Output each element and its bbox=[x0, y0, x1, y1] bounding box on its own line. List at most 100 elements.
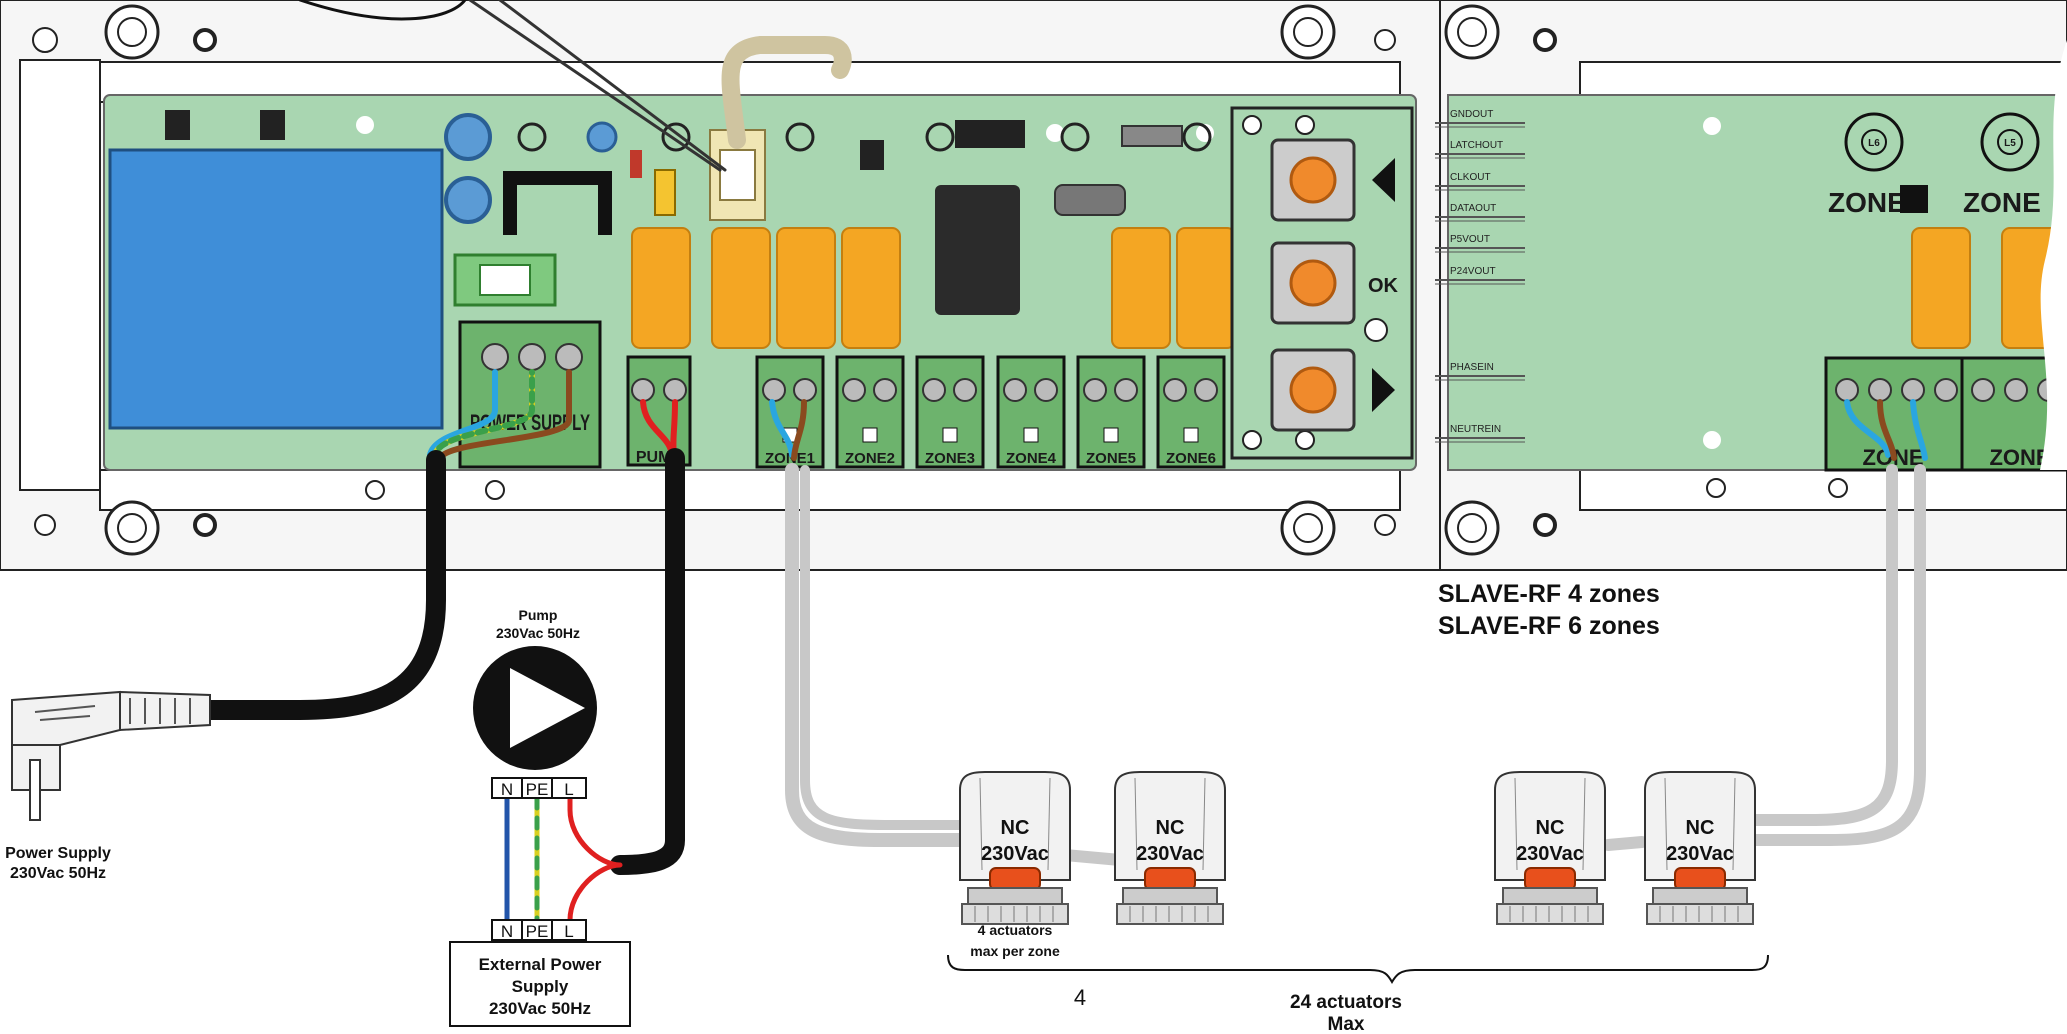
mount-hole bbox=[193, 28, 217, 52]
mount-hole bbox=[1444, 4, 1500, 60]
mount-hole bbox=[1828, 478, 1848, 498]
actuator-voltage: 230Vac bbox=[1136, 843, 1204, 865]
capacitor bbox=[444, 176, 492, 224]
actuator-2: NC 230Vac bbox=[1114, 771, 1226, 925]
actuator-plunger bbox=[989, 867, 1041, 891]
actuator-type: NC bbox=[1536, 817, 1565, 839]
bracket-number: 4 bbox=[1074, 985, 1086, 1010]
left-button[interactable] bbox=[1270, 138, 1356, 222]
zone-terminal-3: ZONE3 bbox=[915, 355, 985, 469]
total-note-line1: 24 actuators bbox=[1290, 992, 1402, 1013]
crystal bbox=[1054, 184, 1126, 216]
right-arrow-icon bbox=[1372, 368, 1395, 412]
actuator-cable bbox=[785, 463, 972, 847]
mount-hole bbox=[34, 514, 56, 536]
total-note-line2: Max bbox=[1328, 1014, 1365, 1034]
svg-text:PE: PE bbox=[526, 780, 549, 799]
slave-pin-dataout: DATAOUT bbox=[1435, 203, 1525, 222]
slave-caption-line1: SLAVE-RF 4 zones bbox=[1438, 580, 1660, 608]
slave-pin-label: CLKOUT bbox=[1450, 172, 1491, 183]
actuator-type: NC bbox=[1156, 817, 1185, 839]
svg-text:L5: L5 bbox=[2004, 138, 2016, 149]
mount-hole bbox=[1533, 513, 1557, 537]
mount-hole bbox=[1374, 514, 1396, 536]
left-arrow-icon bbox=[1372, 158, 1395, 202]
pump-label-line1: Pump bbox=[519, 607, 558, 623]
per-zone-note-line2: max per zone bbox=[970, 943, 1060, 959]
svg-text:L6: L6 bbox=[1868, 138, 1880, 149]
zone-terminal-label: ZONE4 bbox=[1006, 450, 1057, 467]
capacitor bbox=[444, 113, 492, 161]
pump: Pump 230Vac 50Hz N PE L bbox=[473, 607, 597, 799]
zone-terminal-label: ZONE1 bbox=[765, 450, 815, 467]
slave-caption-line2: SLAVE-RF 6 zones bbox=[1438, 612, 1660, 640]
slave-pin-p24vout: P24VOUT bbox=[1435, 266, 1525, 285]
zone-label-6: ZONE bbox=[1828, 187, 1906, 218]
actuator-voltage: 230Vac bbox=[981, 843, 1049, 865]
ic-chip bbox=[955, 120, 1025, 148]
svg-text:L: L bbox=[564, 780, 573, 799]
relay bbox=[841, 227, 901, 349]
zone-terminal-label: ZONE3 bbox=[925, 450, 975, 467]
ok-button[interactable] bbox=[1270, 241, 1356, 325]
data-cable bbox=[721, 36, 852, 149]
relay bbox=[1111, 227, 1171, 349]
power-plug: Power Supply 230Vac 50Hz bbox=[5, 690, 211, 882]
slave-pin-neutrein: NEUTREIN bbox=[1435, 424, 1525, 443]
mount-hole bbox=[1374, 29, 1396, 51]
choke bbox=[503, 171, 612, 235]
zone-terminal-6: ZONE6 bbox=[1156, 355, 1226, 469]
zone-terminal-2: ZONE2 bbox=[835, 355, 905, 469]
mount-hole bbox=[1533, 28, 1557, 52]
slave-pin-label: DATAOUT bbox=[1450, 203, 1496, 214]
relay bbox=[776, 227, 836, 349]
slave-pin-label: LATCHOUT bbox=[1450, 140, 1503, 151]
svg-text:ZONE: ZONE bbox=[1989, 445, 2050, 470]
per-zone-note-line1: 4 actuators bbox=[978, 922, 1053, 938]
mount-hole bbox=[104, 500, 160, 556]
zone-led-l5: L5 bbox=[1980, 112, 2040, 172]
slave-pin-label: GNDOUT bbox=[1450, 109, 1493, 120]
relay bbox=[711, 227, 771, 349]
wiring bbox=[200, 0, 1928, 923]
actuator-cable bbox=[1749, 464, 1898, 826]
power-cable bbox=[200, 450, 446, 720]
notes: 4 actuators max per zone 4 24 actuators … bbox=[947, 922, 1769, 1034]
zone-led-l6: L6 bbox=[1844, 112, 1904, 172]
zone-terminal-label: ZONE6 bbox=[1166, 450, 1216, 467]
relay bbox=[1911, 227, 1971, 349]
mount-hole bbox=[32, 27, 58, 53]
mount-hole bbox=[365, 480, 385, 500]
external-power-supply: N PE L External Power Supply 230Vac 50Hz bbox=[449, 919, 631, 1027]
pump-terminal: PUMP bbox=[626, 355, 692, 467]
bracket bbox=[947, 954, 1769, 985]
external-supply-label-line3: 230Vac 50Hz bbox=[489, 999, 591, 1018]
actuator-type: NC bbox=[1686, 817, 1715, 839]
svg-text:PE: PE bbox=[526, 922, 549, 941]
power-plug-label-line1: Power Supply bbox=[5, 845, 111, 862]
external-supply-label-line2: Supply bbox=[512, 977, 569, 996]
right-button[interactable] bbox=[1270, 348, 1356, 432]
slave-pin-gndout: GNDOUT bbox=[1435, 109, 1525, 128]
slave-board: GNDOUTLATCHOUTCLKOUTDATAOUTP5VOUTP24VOUT… bbox=[1435, 0, 2067, 640]
external-supply-label-line1: External Power bbox=[479, 955, 602, 974]
slave-pin-clkout: CLKOUT bbox=[1435, 172, 1525, 191]
slave-pin-label: PHASEIN bbox=[1450, 362, 1494, 373]
zone-terminal-4: ZONE4 bbox=[996, 355, 1066, 469]
mount-hole bbox=[1706, 478, 1726, 498]
power-plug-label-line2: 230Vac 50Hz bbox=[10, 865, 106, 882]
mount-hole bbox=[193, 513, 217, 537]
pump-terminal-block: N PE L bbox=[491, 777, 587, 799]
capacitor bbox=[586, 121, 618, 153]
slave-pin-latchout: LATCHOUT bbox=[1435, 140, 1525, 159]
pump-cable bbox=[610, 448, 685, 875]
mount-hole bbox=[1280, 4, 1336, 60]
slave-pin-label: NEUTREIN bbox=[1450, 424, 1501, 435]
transformer bbox=[108, 148, 444, 430]
